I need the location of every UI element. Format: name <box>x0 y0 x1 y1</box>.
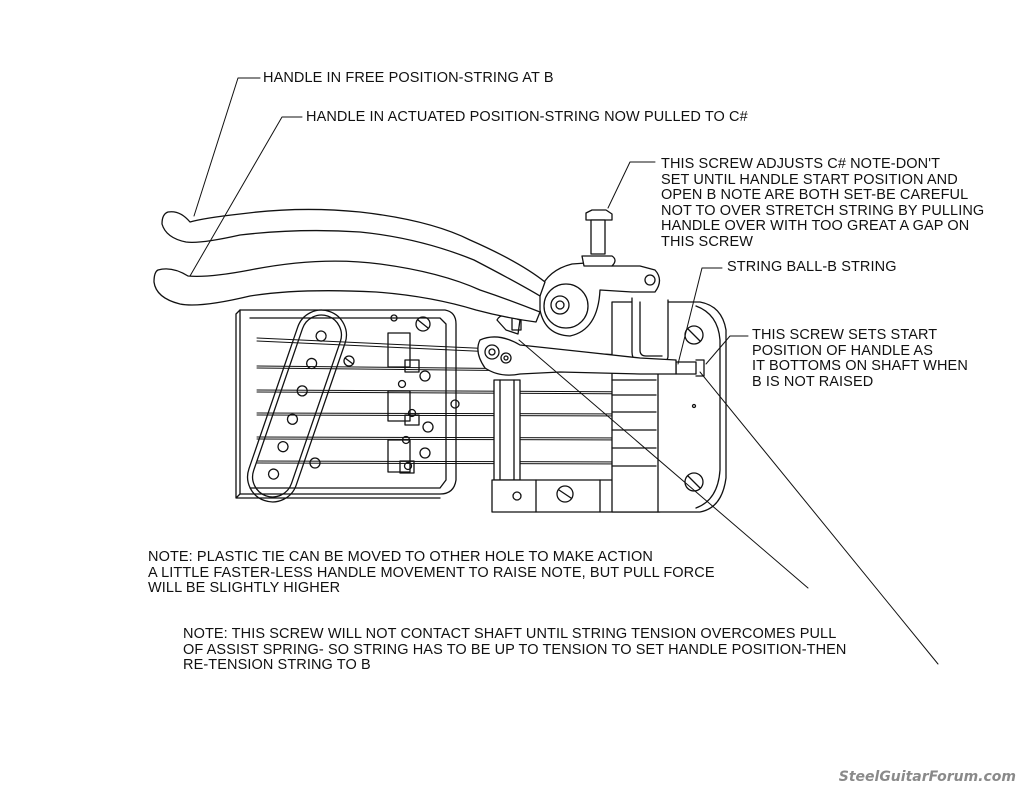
label-string-ball: STRING BALL-B STRING <box>727 259 897 275</box>
label-line: THIS SCREW SETS START <box>752 327 938 343</box>
note-line: NOTE: THIS SCREW WILL NOT CONTACT SHAFT … <box>183 626 837 642</box>
note-line: OF ASSIST SPRING- SO STRING HAS TO BE UP… <box>183 641 847 658</box>
label-c-sharp-screw: THIS SCREW ADJUSTS C# NOTE-DON'T SET UNT… <box>661 156 985 250</box>
bridge-plate <box>235 309 457 499</box>
handle-hub <box>539 261 661 337</box>
label-line: THIS SCREW <box>661 233 754 250</box>
handle-bracket <box>631 297 669 363</box>
note-line: A LITTLE FASTER-LESS HANDLE MOVEMENT TO … <box>148 564 715 581</box>
label-line: OPEN B NOTE ARE BOTH SET-BE CAREFUL <box>661 187 969 203</box>
note-line: NOTE: PLASTIC TIE CAN BE MOVED TO OTHER … <box>148 549 653 565</box>
label-line: THIS SCREW ADJUSTS C# NOTE-DON'T <box>661 156 941 172</box>
leader-lines <box>189 77 939 665</box>
label-free-position: HANDLE IN FREE POSITION-STRING AT B <box>263 70 554 86</box>
label-start-screw: THIS SCREW SETS START POSITION OF HANDLE… <box>752 327 968 390</box>
label-line: HANDLE OVER WITH TOO GREAT A GAP ON <box>661 218 970 234</box>
note-line: RE-TENSION STRING TO B <box>183 657 371 673</box>
plastic-tie <box>496 314 522 335</box>
label-line: SET UNTIL HANDLE START POSITION AND <box>661 171 958 188</box>
watermark: SteelGuitarForum.com <box>838 769 1016 785</box>
label-line: B IS NOT RAISED <box>752 373 874 390</box>
note-line: WILL BE SLIGHTLY HIGHER <box>148 580 341 596</box>
label-line: IT BOTTOMS ON SHAFT WHEN <box>752 358 968 374</box>
strings <box>256 337 691 465</box>
shaft <box>493 379 521 481</box>
plate-screws <box>309 316 460 469</box>
tailpiece-block <box>611 301 727 513</box>
note-plastic-tie: NOTE: PLASTIC TIE CAN BE MOVED TO OTHER … <box>148 549 715 597</box>
label-line: POSITION OF HANDLE AS <box>752 342 933 359</box>
label-line: NOT TO OVER STRETCH STRING BY PULLING <box>661 202 985 219</box>
note-screw-contact: NOTE: THIS SCREW WILL NOT CONTACT SHAFT … <box>183 626 847 674</box>
saddles <box>387 314 420 474</box>
lever-arm <box>477 336 677 376</box>
label-actuated-position: HANDLE IN ACTUATED POSITION-STRING NOW P… <box>306 109 748 125</box>
handle-free <box>161 208 546 297</box>
pickup <box>246 309 348 503</box>
handle-actuated <box>153 260 541 323</box>
c-sharp-adjust-screw <box>581 209 616 267</box>
